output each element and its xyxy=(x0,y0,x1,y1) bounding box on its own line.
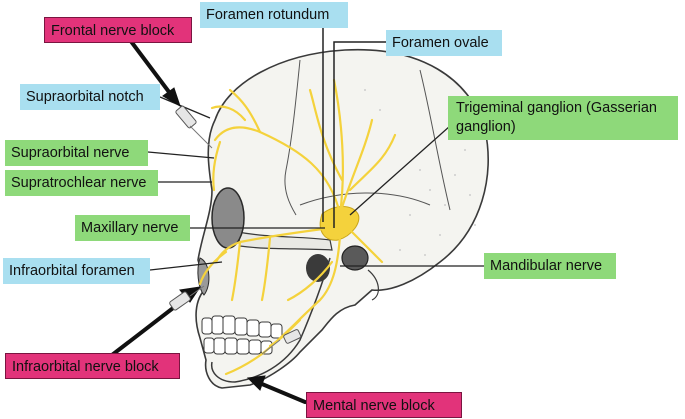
orbit xyxy=(211,187,245,249)
label-infraorbital-nerve-block: Infraorbital nerve block xyxy=(5,353,180,379)
leader-infraorbital-foramen xyxy=(149,261,223,271)
lambdoid-suture xyxy=(419,69,451,211)
label-supraorbital-nerve: Supraorbital nerve xyxy=(5,140,148,166)
label-mental-nerve-block: Mental nerve block xyxy=(306,392,462,418)
label-mandibular-nerve: Mandibular nerve xyxy=(484,253,616,279)
mandibular-notch-shadow xyxy=(306,254,330,282)
label-frontal-nerve-block: Frontal nerve block xyxy=(44,17,192,43)
label-supratrochlear-nerve: Supratrochlear nerve xyxy=(5,170,158,196)
label-trigeminal-ganglion: Trigeminal ganglion (Gasserian ganglion) xyxy=(448,96,678,140)
coronal-suture xyxy=(284,59,301,216)
needles xyxy=(169,105,302,355)
teeth xyxy=(201,315,283,355)
leader-supraorbital-nerve xyxy=(147,151,215,159)
foramen-ovale-line xyxy=(333,41,388,228)
nerve-branches xyxy=(198,78,397,376)
label-foramen-ovale: Foramen ovale xyxy=(386,30,502,56)
mandible xyxy=(210,257,331,383)
label-maxillary-nerve: Maxillary nerve xyxy=(75,215,190,241)
label-foramen-rotundum: Foramen rotundum xyxy=(200,2,348,28)
label-infraorbital-foramen: Infraorbital foramen xyxy=(3,258,150,284)
mastoid xyxy=(367,269,379,301)
label-supraorbital-notch: Supraorbital notch xyxy=(20,84,160,110)
leader-trigeminal-ganglion xyxy=(349,125,451,216)
squamous-suture xyxy=(299,192,431,206)
external-ear-canal xyxy=(341,245,369,271)
